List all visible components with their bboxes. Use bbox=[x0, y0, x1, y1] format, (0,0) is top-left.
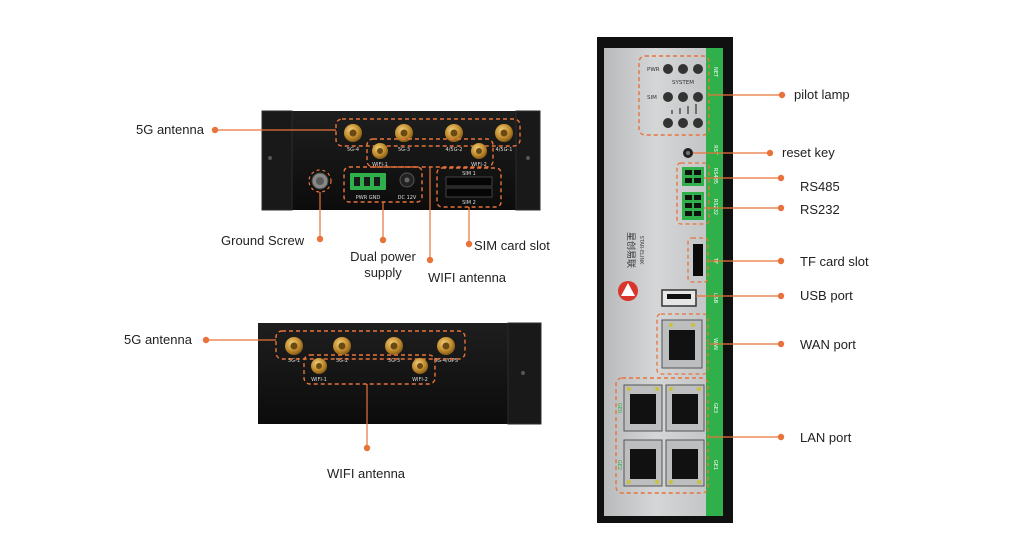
device-bottom-view: 5G-1 5G-2 5G-3 5G-4/GPS WIFI-1 WIFI-2 bbox=[258, 322, 542, 425]
port-label-5g3: 5G-3 bbox=[398, 147, 410, 153]
highlight-box-5g-top bbox=[335, 118, 521, 147]
led-label-sim: SIM bbox=[647, 95, 657, 101]
lan-ports bbox=[623, 384, 705, 487]
led-indicators bbox=[663, 64, 703, 128]
label-wifi-antenna-bottom: WIFI antenna bbox=[327, 466, 406, 481]
usb-panel-label: USB bbox=[712, 293, 718, 304]
label-5g-antenna-bottom: 5G antenna bbox=[124, 332, 192, 347]
port-label-b1: 5G-1 bbox=[288, 358, 300, 364]
label-wifi-antenna-top: WIFI antenna bbox=[428, 270, 507, 285]
dc12v-label: DC 12V bbox=[398, 195, 417, 201]
label-reset-key: reset key bbox=[782, 145, 835, 160]
label-dual-power-line1: Dual power bbox=[350, 249, 416, 264]
highlight-box-serial bbox=[676, 162, 710, 225]
rs485-terminal bbox=[682, 167, 704, 186]
port-label-5g1: 4/5G-1 bbox=[496, 147, 513, 153]
screw-icon bbox=[521, 371, 525, 375]
label-ground-screw: Ground Screw bbox=[221, 233, 305, 248]
callouts-top-device bbox=[215, 129, 470, 260]
label-usb-port: USB port bbox=[800, 288, 853, 303]
device-front-view: PWR SYSTEM SIM NET RST RS485 RS232 bbox=[597, 37, 733, 523]
port-label-bwifi1: WIFI-1 bbox=[311, 377, 327, 383]
port-label-b3: 5G-3 bbox=[388, 358, 400, 364]
brand-name-en: STAR-ELINK bbox=[638, 236, 644, 265]
tf-slot bbox=[693, 244, 703, 276]
sim2-label: SIM 2 bbox=[462, 200, 476, 206]
callouts-front-panel bbox=[693, 94, 782, 438]
label-rs485: RS485 bbox=[800, 179, 840, 194]
port-label-wifi1: WIFI-1 bbox=[372, 162, 388, 168]
led-label-pwr: PWR bbox=[647, 67, 660, 73]
ge1-label: GE1 bbox=[712, 460, 718, 470]
led-label-net: NET bbox=[712, 67, 718, 78]
antenna-wifi1 bbox=[372, 143, 388, 159]
highlight-ring-ground bbox=[308, 169, 332, 193]
callouts-bottom-device bbox=[206, 339, 368, 448]
callout-dots-top bbox=[211, 126, 473, 264]
label-dual-power: Dual power supply bbox=[340, 249, 426, 281]
led-label-system: SYSTEM bbox=[672, 80, 694, 86]
port-label-5g4: 5G-4 bbox=[347, 147, 359, 153]
front-panel-green bbox=[706, 48, 723, 516]
label-sim-card-slot: SIM card slot bbox=[474, 238, 550, 253]
port-label-5g2: 4/5G-2 bbox=[446, 147, 463, 153]
rst-label: RST bbox=[712, 145, 718, 156]
port-label-b2: 5G-2 bbox=[336, 358, 348, 364]
device-top-left-cap bbox=[261, 110, 293, 211]
antenna-b-wifi2 bbox=[412, 358, 428, 374]
highlight-box-tf bbox=[687, 237, 709, 283]
antenna-b-wifi1 bbox=[311, 358, 327, 374]
ge0-label: GE0 bbox=[616, 403, 622, 413]
antenna-5g1 bbox=[495, 124, 513, 142]
rs485-panel-label: RS485 bbox=[712, 168, 718, 184]
label-lan-port: LAN port bbox=[800, 430, 852, 445]
antenna-b-5g1 bbox=[285, 337, 303, 355]
label-wan-port: WAN port bbox=[800, 337, 856, 352]
antenna-b-5g2 bbox=[333, 337, 351, 355]
signal-bars-icon bbox=[671, 104, 697, 114]
brand-name-cn: 星创易联 bbox=[625, 232, 637, 268]
antenna-5g3 bbox=[395, 124, 413, 142]
ge2-label: GE2 bbox=[616, 460, 622, 470]
highlight-box-wifi-bottom bbox=[303, 354, 436, 385]
antenna-b-5g3 bbox=[385, 337, 403, 355]
sim-slot-1 bbox=[445, 176, 493, 187]
device-top-view: 5G-4 5G-3 4/5G-2 4/5G-1 WIFI-1 WIFI-2 PW… bbox=[261, 110, 541, 211]
callout-dots-bottom bbox=[202, 336, 371, 452]
label-rs232: RS232 bbox=[800, 202, 840, 217]
sim-slot-2 bbox=[445, 187, 493, 198]
ge3-label: GE3 bbox=[712, 403, 718, 413]
port-label-wifi2: WIFI-2 bbox=[471, 162, 487, 168]
pwr-gnd-label: PWR GND bbox=[356, 195, 381, 201]
device-bottom-body bbox=[258, 323, 541, 424]
antenna-5g4 bbox=[344, 124, 362, 142]
screw-icon bbox=[268, 156, 272, 160]
screw-icon bbox=[526, 156, 530, 160]
label-tf-card-slot: TF card slot bbox=[800, 254, 869, 269]
highlight-box-lan bbox=[615, 377, 709, 494]
callout-dots-front bbox=[766, 91, 786, 441]
antenna-wifi2 bbox=[471, 143, 487, 159]
sim1-label: SIM 1 bbox=[462, 171, 476, 177]
port-label-bwifi2: WIFI-2 bbox=[412, 377, 428, 383]
rs232-panel-label: RS232 bbox=[712, 199, 718, 215]
antenna-b-5g4gps bbox=[437, 337, 455, 355]
label-pilot-lamp: pilot lamp bbox=[794, 87, 850, 102]
label-5g-antenna-top: 5G antenna bbox=[136, 122, 204, 137]
antenna-5g2 bbox=[445, 124, 463, 142]
brand-logo-icon bbox=[618, 281, 638, 301]
label-dual-power-line2: supply bbox=[364, 265, 402, 280]
highlight-box-wan bbox=[656, 313, 709, 375]
port-label-b4: 5G-4/GPS bbox=[434, 358, 458, 364]
